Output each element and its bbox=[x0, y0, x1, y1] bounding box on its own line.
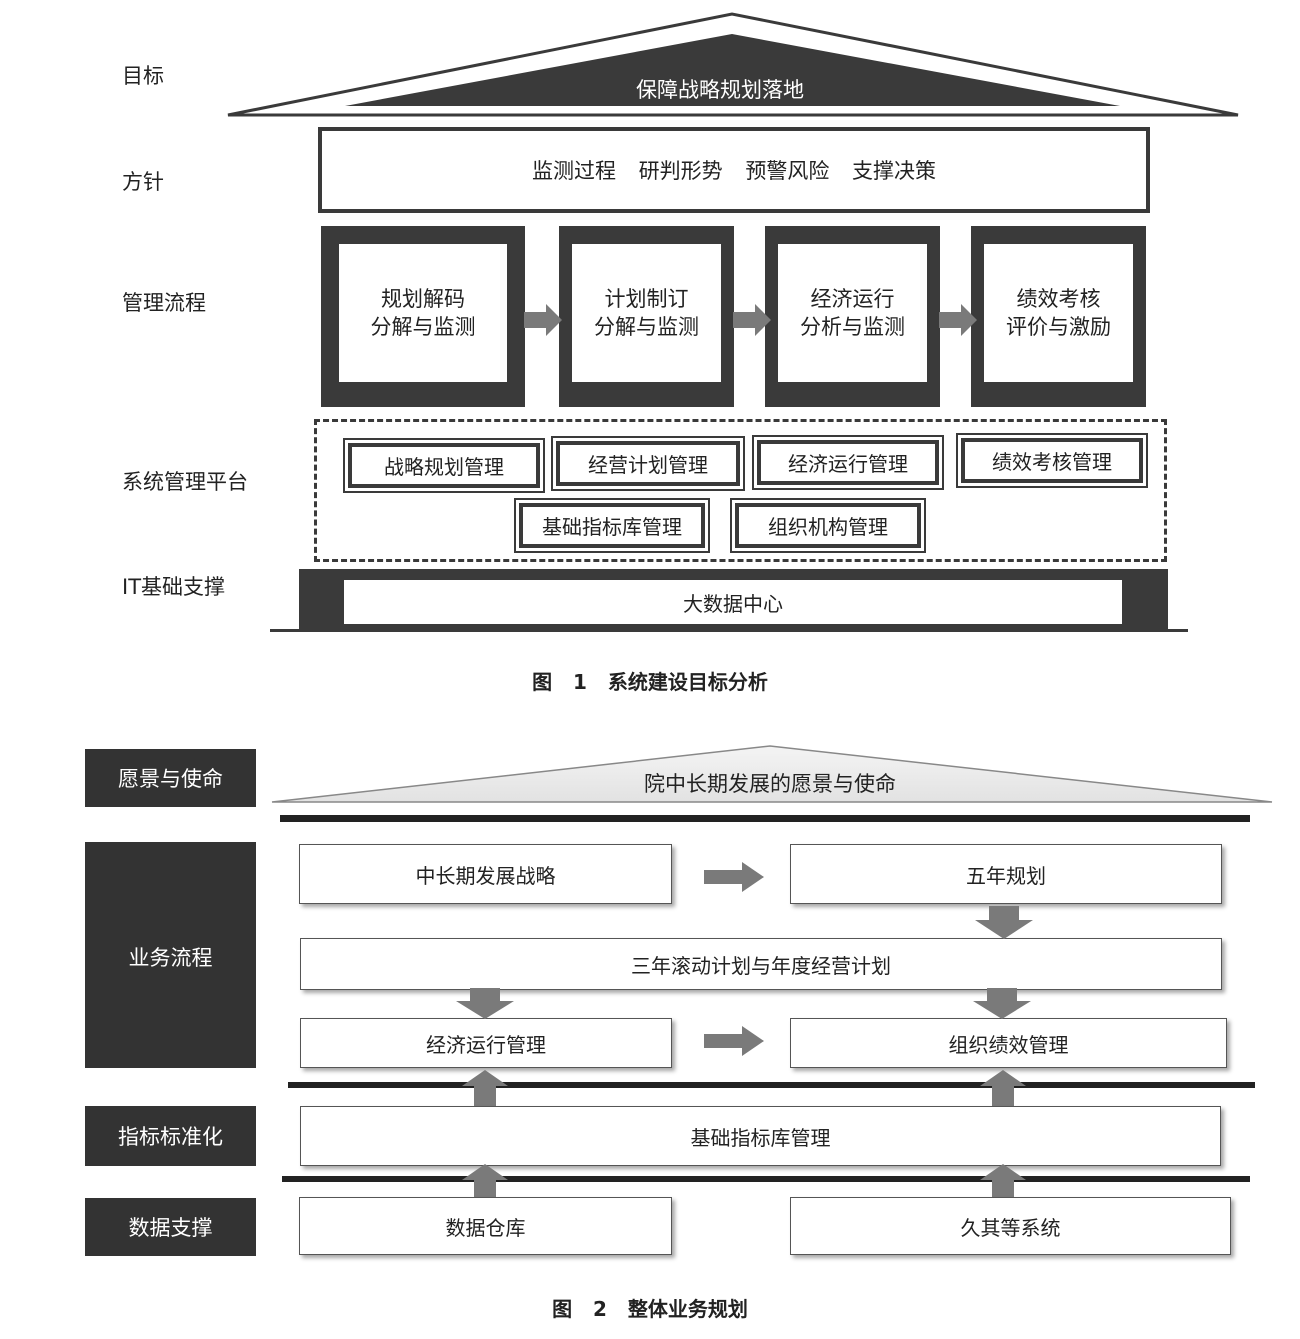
data-support-label: 数据支撑 bbox=[85, 1198, 256, 1256]
vision-divider bbox=[280, 815, 1250, 822]
box-five-year-plan: 五年规划 bbox=[790, 844, 1222, 904]
process-step-3: 经济运行 分析与监测 bbox=[765, 226, 940, 407]
module-economic: 经济运行管理 bbox=[752, 435, 944, 490]
box-org-performance: 组织绩效管理 bbox=[790, 1018, 1227, 1068]
arrow-to-economic-down bbox=[456, 988, 514, 1019]
arrow-economic-to-performance bbox=[704, 1026, 764, 1056]
module-strategy: 战略规划管理 bbox=[343, 438, 545, 493]
goal-label: 目标 bbox=[122, 64, 164, 88]
process-step-4-text: 绩效考核 评价与激励 bbox=[984, 244, 1133, 382]
box-indicator-library: 基础指标库管理 bbox=[300, 1106, 1221, 1166]
vision-roof bbox=[271, 745, 1273, 803]
process-step-3-text: 经济运行 分析与监测 bbox=[778, 244, 927, 382]
business-process-label: 业务流程 bbox=[85, 842, 256, 1068]
process-arrow-3 bbox=[939, 304, 977, 336]
process-arrow-1 bbox=[524, 304, 562, 336]
arrow-data-up-right bbox=[980, 1164, 1026, 1200]
box-economic-operation: 经济运行管理 bbox=[300, 1018, 672, 1068]
business-process-label-text: 业务流程 bbox=[128, 946, 213, 970]
vision-label: 愿景与使命 bbox=[85, 749, 256, 807]
roof-fill bbox=[345, 34, 1120, 106]
vision-text: 院中长期发展的愿景与使命 bbox=[644, 772, 896, 796]
arrow-indicator-up-left bbox=[462, 1070, 508, 1106]
figure-1-caption: 图 1 系统建设目标分析 bbox=[532, 669, 768, 694]
box-data-warehouse: 数据仓库 bbox=[299, 1197, 672, 1255]
process-label: 管理流程 bbox=[122, 291, 206, 315]
module-organization: 组织机构管理 bbox=[730, 498, 926, 553]
box-long-term-strategy: 中长期发展战略 bbox=[299, 844, 672, 904]
it-base-line bbox=[270, 629, 1188, 632]
arrow-strategy-to-five-year bbox=[704, 862, 764, 892]
platform-label: 系统管理平台 bbox=[122, 470, 248, 494]
box-three-year-plan: 三年滚动计划与年度经营计划 bbox=[300, 938, 1222, 990]
arrow-to-performance-down bbox=[973, 988, 1031, 1019]
process-step-4: 绩效考核 评价与激励 bbox=[971, 226, 1146, 407]
arrow-five-year-down bbox=[975, 906, 1033, 939]
goal-text: 保障战略规划落地 bbox=[636, 78, 804, 102]
box-other-systems: 久其等系统 bbox=[790, 1197, 1231, 1255]
process-step-2: 计划制订 分解与监测 bbox=[559, 226, 734, 407]
vision-roof-shape bbox=[271, 745, 1273, 803]
figure-2-caption: 图 2 整体业务规划 bbox=[552, 1296, 748, 1321]
arrow-indicator-up-right bbox=[980, 1070, 1026, 1106]
process-step-1-text: 规划解码 分解与监测 bbox=[339, 244, 507, 382]
module-indicator-library: 基础指标库管理 bbox=[514, 498, 710, 553]
process-step-1: 规划解码 分解与监测 bbox=[321, 226, 525, 407]
policy-box: 监测过程 研判形势 预警风险 支撑决策 bbox=[318, 127, 1150, 213]
big-data-center: 大数据中心 bbox=[344, 580, 1122, 624]
indicator-standard-label: 指标标准化 bbox=[85, 1106, 256, 1166]
goal-roof bbox=[227, 12, 1239, 117]
platform-dashed-box bbox=[314, 419, 1167, 562]
indicator-divider bbox=[282, 1176, 1250, 1182]
policy-label: 方针 bbox=[122, 170, 164, 194]
process-step-2-text: 计划制订 分解与监测 bbox=[572, 244, 721, 382]
it-label: IT基础支撑 bbox=[122, 575, 226, 599]
module-performance: 绩效考核管理 bbox=[956, 433, 1148, 488]
business-divider bbox=[288, 1082, 1255, 1088]
it-base-block: 大数据中心 bbox=[299, 569, 1168, 631]
module-business-plan: 经营计划管理 bbox=[551, 436, 745, 491]
arrow-data-up-left bbox=[462, 1164, 508, 1200]
process-arrow-2 bbox=[733, 304, 771, 336]
